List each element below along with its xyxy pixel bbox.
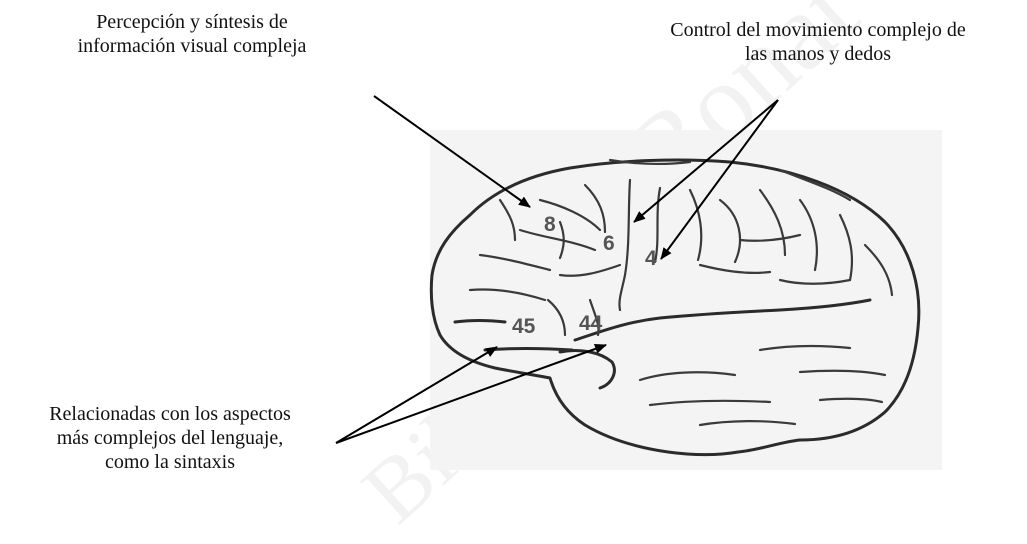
arrow-motor-to-area-4 — [660, 99, 779, 260]
frontal-inferior-line — [483, 347, 574, 352]
arrow-language-to-area-45 — [335, 346, 498, 444]
arrow-language-to-area-44 — [335, 344, 607, 444]
brain-image-background — [430, 130, 942, 470]
caption-language-syntax: Relacionadas con los aspectos más comple… — [49, 403, 291, 473]
arrow-visual-to-area-8 — [373, 95, 531, 208]
caption-visual-perception: Percepción y síntesis de información vis… — [77, 11, 307, 57]
caption-motor-control: Control del movimiento complejo de las m… — [670, 19, 966, 65]
diagram-stage: Bonat Biblioteca — [49, 0, 966, 542]
area-4-label: 4 — [645, 247, 657, 270]
area-6-label: 6 — [603, 232, 615, 255]
temporal-lobe-top — [558, 348, 616, 390]
arrow-motor-to-area-6 — [633, 99, 779, 223]
area-44-label: 44 — [579, 312, 603, 335]
area-45-label: 45 — [512, 315, 536, 338]
cerebrum-contour — [429, 158, 921, 457]
area-8-label: 8 — [544, 213, 556, 236]
annotation-arrows — [335, 95, 779, 444]
lateral-sulcus — [573, 298, 872, 342]
orbital-line — [453, 319, 507, 324]
brain-sulci — [468, 158, 894, 427]
brain-diagram: 8 6 4 45 44 — [335, 95, 942, 470]
